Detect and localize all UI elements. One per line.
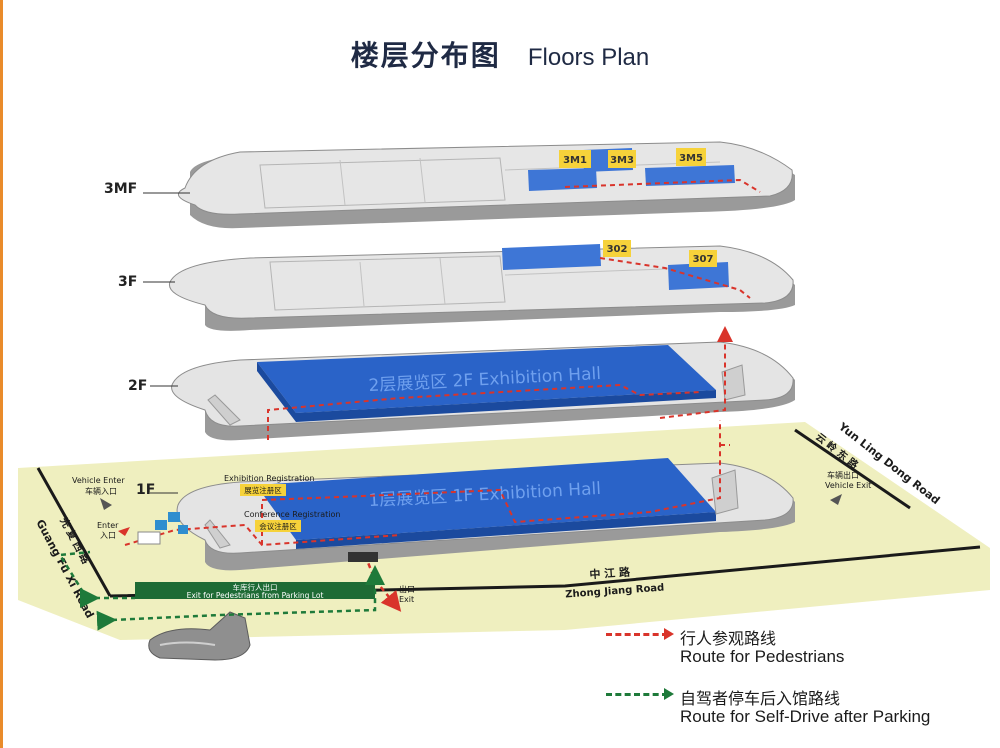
exit-zh: 出口 xyxy=(399,584,415,594)
hall-2f-side-left xyxy=(257,362,296,422)
parking-exit-en: Exit for Pedestrians from Parking Lot xyxy=(187,591,324,600)
road-edge-west xyxy=(36,467,112,597)
conference-reg-tag xyxy=(255,520,301,532)
enter-arrow xyxy=(118,527,130,536)
room-3m1-tag xyxy=(559,150,591,168)
floor-3f-walls xyxy=(359,257,691,307)
vehicle-exit-arrow xyxy=(830,494,842,505)
entry-kiosk-2 xyxy=(168,512,180,522)
exit-en: Exit xyxy=(399,595,414,604)
entry-gate xyxy=(137,531,161,545)
floor-3mf-slab xyxy=(177,141,793,215)
exit-gate xyxy=(348,552,378,562)
floor-3f-label: 3F xyxy=(118,274,137,290)
left-accent-bar xyxy=(0,0,3,748)
route-parking-west xyxy=(96,610,221,631)
floor-2f-label: 2F xyxy=(128,378,147,394)
entry-kiosk-1 xyxy=(155,520,167,530)
parking-exit-sign xyxy=(135,582,375,599)
room-3m5-label: 3M5 xyxy=(679,153,703,164)
vehicle-enter-arrow xyxy=(100,498,112,510)
enter-zh: 入口 xyxy=(100,531,116,540)
parking-ramp-stripe xyxy=(159,641,216,646)
vehicle-enter-en: Vehicle Enter xyxy=(72,476,125,485)
legend-selfdrive-arrow xyxy=(664,688,674,700)
exhibition-reg-tag xyxy=(240,484,286,496)
legend-selfdrive-en: Route for Self-Drive after Parking xyxy=(680,707,931,726)
legend-pedestrian-arrow xyxy=(664,628,674,640)
floor-1f-label: 1F xyxy=(136,482,155,498)
room-302-label: 302 xyxy=(607,244,628,255)
parking-exit-zh: 车库行人出口 xyxy=(233,582,278,592)
room-307-block xyxy=(668,262,729,290)
room-307-label: 307 xyxy=(693,254,714,265)
floor-3mf: 3M1 3M3 3M5 3MF xyxy=(104,141,795,229)
floor-1f: 1层展览区 1F Exhibition Hall Exhibition Regi… xyxy=(124,420,795,612)
room-3m1-block xyxy=(528,168,597,191)
parking-ramp xyxy=(148,611,251,661)
hall-2f-top xyxy=(257,345,716,413)
vehicle-exit-zh: 车辆出口 xyxy=(827,470,859,480)
room-302-tag xyxy=(603,240,631,257)
room-3m3-label: 3M3 xyxy=(610,155,634,166)
legend-pedestrian-line xyxy=(606,633,668,636)
road-edge-east xyxy=(794,428,911,510)
room-307-tag xyxy=(689,250,717,267)
room-302-block xyxy=(502,244,601,270)
floor-2f: 2层展览区 2F Exhibition Hall 2F xyxy=(128,326,795,441)
road-zhongjiang-zh: 中 江 路 xyxy=(589,565,632,582)
route-2f xyxy=(267,383,701,440)
hall-2f-side xyxy=(296,390,716,422)
title-zh: 楼层分布图 xyxy=(350,39,501,72)
legend-selfdrive-zh: 自驾者停车后入馆路线 xyxy=(680,689,841,708)
room-3m5-tag xyxy=(676,148,706,166)
floor-3f: 302 307 3F xyxy=(118,240,795,331)
hall-1f-top xyxy=(256,458,716,540)
route-parking-main xyxy=(219,565,385,617)
stair-2f-left xyxy=(207,394,241,426)
vehicle-exit-en: Vehicle Exit xyxy=(825,481,871,490)
stair-1f-left xyxy=(204,519,231,549)
parking-area: 车库行人出口 Exit for Pedestrians from Parking… xyxy=(57,550,385,661)
entry-kiosk-3 xyxy=(178,525,188,534)
room-3m3-tag xyxy=(608,150,636,168)
page-title: 楼层分布图 Floors Plan xyxy=(0,34,1000,74)
conference-reg-zh: 会议注册区 xyxy=(259,521,297,531)
title-en: Floors Plan xyxy=(527,44,650,71)
exhibition-reg-zh: 展览注册区 xyxy=(244,485,282,495)
room-3m1-label: 3M1 xyxy=(563,155,587,166)
legend: 行人参观路线 Route for Pedestrians 自驾者停车后入馆路线 … xyxy=(600,625,990,745)
exhibition-reg-en: Exhibition Registration xyxy=(224,474,315,483)
hall-1f-side xyxy=(296,512,716,549)
vehicle-enter-zh: 车辆入口 xyxy=(85,486,117,496)
site-markers: Vehicle Enter 车辆入口 Enter 入口 车辆出口 Vehicle… xyxy=(72,470,871,604)
conference-reg-en: Conference Registration xyxy=(244,510,341,519)
legend-pedestrian-zh: 行人参观路线 xyxy=(680,629,777,648)
route-3mf xyxy=(564,178,761,193)
legend-row-selfdrive: 自驾者停车后入馆路线 Route for Self-Drive after Pa… xyxy=(600,685,990,745)
route-1f-loop xyxy=(261,420,721,545)
floor-3f-grid xyxy=(269,255,506,311)
legend-selfdrive-line xyxy=(606,693,668,696)
stair-1f-right xyxy=(711,469,739,515)
legend-row-pedestrians: 行人参观路线 Route for Pedestrians xyxy=(600,625,990,685)
legend-pedestrian-en: Route for Pedestrians xyxy=(680,647,845,666)
route-2f-up xyxy=(659,326,733,419)
route-parking-north xyxy=(57,550,91,601)
floor-3mf-label: 3MF xyxy=(104,181,137,197)
enter-en: Enter xyxy=(97,521,119,530)
